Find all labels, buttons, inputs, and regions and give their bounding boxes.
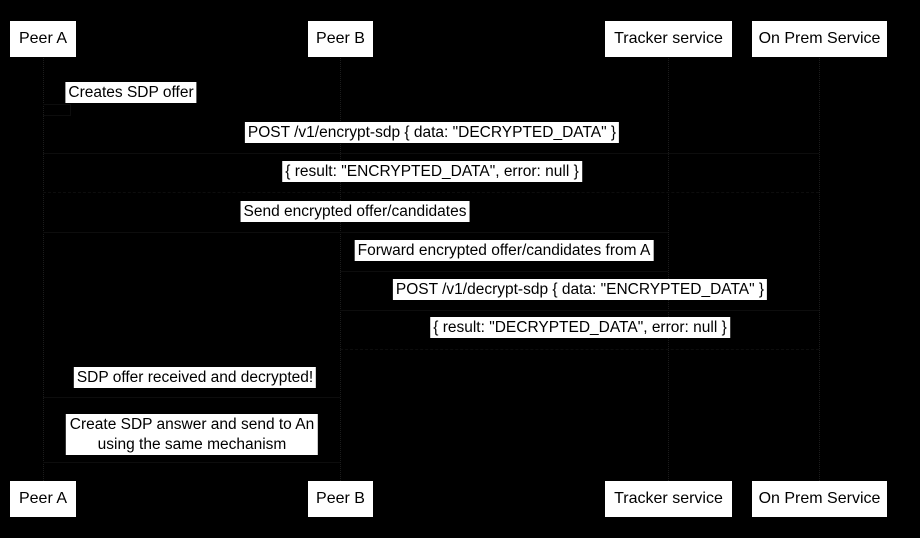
lifeline-peer-b [340,58,341,481]
arrow-encrypt-request [43,153,819,154]
message-create-answer: Create SDP answer and send to An using t… [65,414,319,455]
arrow-decrypt-request [340,310,819,311]
actor-top-on-prem-service: On Prem Service [752,21,887,57]
actor-label: Peer A [18,30,68,47]
arrow-offer-received [43,397,340,398]
actor-bottom-tracker-service: Tracker service [605,481,732,517]
arrow-encrypt-reply [43,192,819,193]
actor-label: On Prem Service [758,490,881,507]
lifeline-on-prem-service [819,58,820,481]
message-decrypt-request: POST /v1/decrypt-sdp { data: "ENCRYPTED_… [392,279,768,300]
message-encrypt-request: POST /v1/encrypt-sdp { data: "DECRYPTED_… [244,122,620,143]
actor-bottom-peer-a: Peer A [10,481,76,517]
message-offer-received: SDP offer received and decrypted! [73,367,317,388]
actor-bottom-on-prem-service: On Prem Service [752,481,887,517]
arrow-self-creates-sdp-offer [43,104,71,116]
message-encrypt-reply: { result: "ENCRYPTED_DATA", error: null … [282,161,582,182]
actor-label: Peer B [316,490,365,507]
actor-label: Tracker service [614,490,723,507]
actor-label: On Prem Service [758,30,881,47]
arrow-send-encrypted-offer [43,232,668,233]
arrow-decrypt-reply [340,349,819,350]
actor-top-tracker-service: Tracker service [605,21,732,57]
arrow-forward-offer [340,271,668,272]
message-forward-offer: Forward encrypted offer/candidates from … [354,240,654,261]
actor-label: Tracker service [614,30,723,47]
lifeline-peer-a [43,58,44,481]
message-send-encrypted-offer: Send encrypted offer/candidates [240,201,470,222]
message-decrypt-reply: { result: "DECRYPTED_DATA", error: null … [430,317,730,338]
arrow-create-answer [43,462,340,463]
actor-top-peer-a: Peer A [10,21,76,57]
message-creates-sdp-offer: Creates SDP offer [65,82,197,103]
actor-top-peer-b: Peer B [308,21,373,57]
actor-bottom-peer-b: Peer B [308,481,373,517]
actor-label: Peer A [18,490,68,507]
actor-label: Peer B [316,30,365,47]
lifeline-tracker-service [668,58,669,481]
